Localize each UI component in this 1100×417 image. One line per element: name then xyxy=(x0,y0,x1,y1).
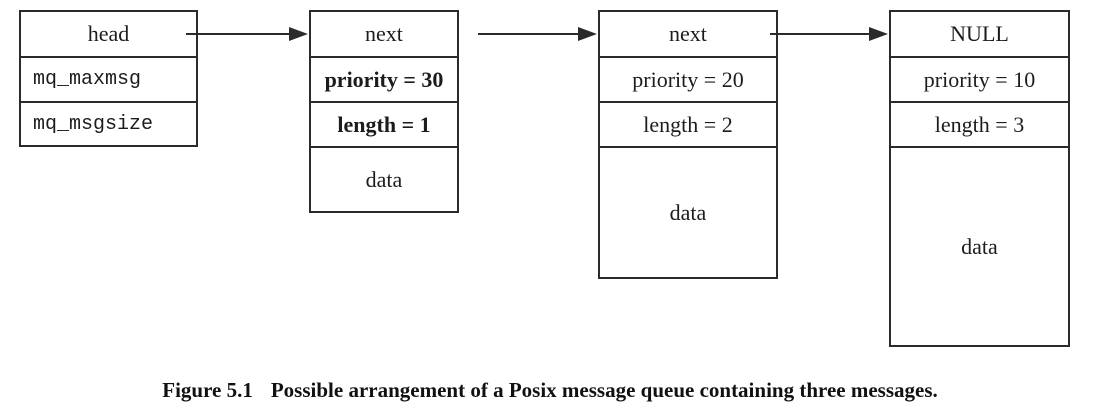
message-3-length-field: length = 3 xyxy=(891,103,1068,148)
figure-caption-text: Possible arrangement of a Posix message … xyxy=(270,378,938,402)
queue-head-box: head mq_maxmsg mq_msgsize xyxy=(19,10,198,147)
message-1-priority-field: priority = 30 xyxy=(311,58,457,103)
message-box-2: next priority = 20 length = 2 data xyxy=(598,10,778,279)
message-2-length-field: length = 2 xyxy=(600,103,776,148)
mq-msgsize-field: mq_msgsize xyxy=(33,112,154,136)
message-2-data-field: data xyxy=(669,199,707,225)
message-box-3: NULL priority = 10 length = 3 data xyxy=(889,10,1070,347)
message-1-data-field: data xyxy=(365,166,403,192)
arrowhead-1 xyxy=(289,27,308,41)
message-3-data-field: data xyxy=(961,233,998,259)
message-3-priority-field: priority = 10 xyxy=(891,58,1068,103)
message-3-next-field: NULL xyxy=(891,12,1068,58)
message-2-priority-field: priority = 20 xyxy=(600,58,776,103)
message-2-next-field: next xyxy=(600,12,776,58)
arrowhead-3 xyxy=(869,27,888,41)
message-1-length-field: length = 1 xyxy=(311,103,457,148)
head-field: head xyxy=(21,12,196,58)
figure-number: Figure 5.1 xyxy=(162,378,253,402)
message-box-1: next priority = 30 length = 1 data xyxy=(309,10,459,213)
arrowhead-2 xyxy=(578,27,597,41)
mq-maxmsg-field: mq_maxmsg xyxy=(21,58,196,103)
message-1-next-field: next xyxy=(311,12,457,58)
figure-caption: Figure 5.1 Possible arrangement of a Posi… xyxy=(0,378,1100,403)
